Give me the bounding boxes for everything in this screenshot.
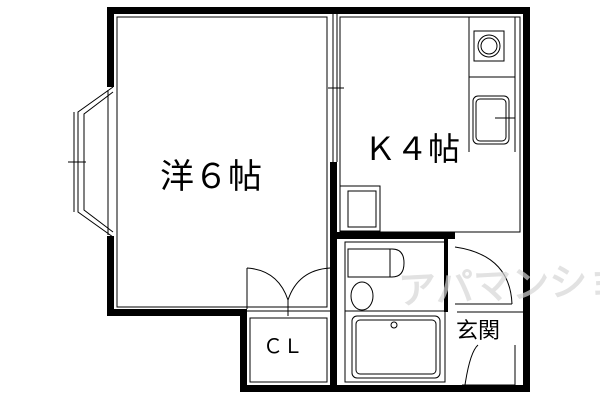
interior-lines	[68, 14, 523, 386]
room-label-entrance: 玄関	[456, 319, 501, 344]
walls	[107, 7, 530, 392]
room-label-kitchen: Ｋ４帖	[364, 130, 461, 168]
room-label-closet: ＣＬ	[263, 334, 303, 358]
room-label-western: 洋６帖	[160, 157, 262, 197]
